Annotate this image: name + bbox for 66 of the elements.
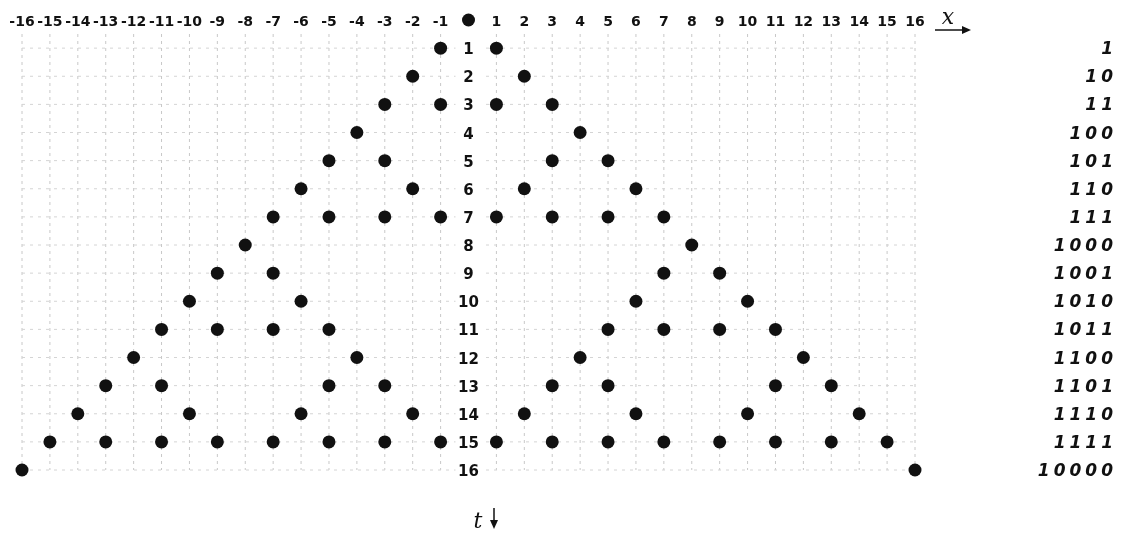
tick-label: 3 [547,13,558,29]
axis-label: x [941,4,955,29]
tick-label: 6 [631,13,641,29]
tick-label: 15 [877,13,897,29]
tick-label: 9 [714,13,725,29]
binary-number: 100 [1069,122,1117,143]
tick-label: -9 [209,13,226,29]
axis-label: t [473,508,483,533]
tick-label: 12 [458,349,479,368]
tick-label: -13 [93,13,119,29]
tick-label: 3 [463,96,474,115]
tick-label: -4 [349,13,365,29]
tick-label: 13 [458,377,479,396]
tick-label: 10 [458,293,479,312]
tick-label: -16 [9,13,35,29]
tick-label: 11 [765,13,786,29]
binary-number: 111 [1069,206,1117,227]
tick-label: 15 [458,433,479,452]
binary-number: 110 [1069,178,1117,199]
tick-label: -2 [404,13,421,29]
tick-label: 16 [458,462,479,480]
tick-label: 12 [793,13,814,29]
tick-label: 8 [686,13,697,29]
tick-label: 1 [463,40,474,59]
tick-label: 2 [463,68,474,87]
tick-label: -6 [293,13,309,29]
tick-label: 9 [463,265,474,284]
tick-label: 13 [821,13,841,29]
tick-label: -10 [176,13,203,29]
binary-number: 1010 [1053,291,1117,312]
tick-label: -11 [148,13,175,29]
tick-label: -7 [265,13,281,29]
binary-number: 1110 [1053,403,1117,424]
tick-label: -5 [321,13,337,29]
binary-number: 1001 [1053,263,1117,284]
tick-label: 5 [463,152,474,171]
tick-label: -14 [65,13,91,29]
tick-label: 16 [905,13,925,29]
tick-label: 14 [458,405,479,424]
tick-label: 10 [737,13,758,29]
binary-number: 1000 [1053,235,1117,255]
binary-number: 10 [1085,66,1117,87]
binary-number: 1 [1101,38,1117,59]
tick-label: 11 [458,321,479,340]
binary-number: 1011 [1053,319,1117,340]
binary-number: 1111 [1053,431,1117,452]
binary-number: 1101 [1053,375,1117,396]
tick-label: 6 [463,180,474,199]
tick-label: 7 [658,13,669,29]
tick-label: -15 [37,13,63,29]
binary-number: 10000 [1037,460,1117,480]
tick-label: 8 [463,237,474,255]
tick-label: -3 [377,13,393,29]
tick-label: 14 [849,13,869,29]
tick-label: 4 [463,124,474,143]
binary-number: 101 [1069,150,1117,171]
binary-number: 1100 [1053,347,1117,368]
tick-label: -8 [237,13,254,29]
binary-number: 11 [1085,94,1117,115]
tick-label: 7 [463,208,474,227]
tick-label: 2 [519,13,530,29]
tick-label: 1 [491,13,502,29]
tick-label: -1 [432,13,449,29]
tick-label: 4 [575,13,585,29]
tick-label: 5 [603,13,613,29]
tick-label: -12 [121,13,147,29]
